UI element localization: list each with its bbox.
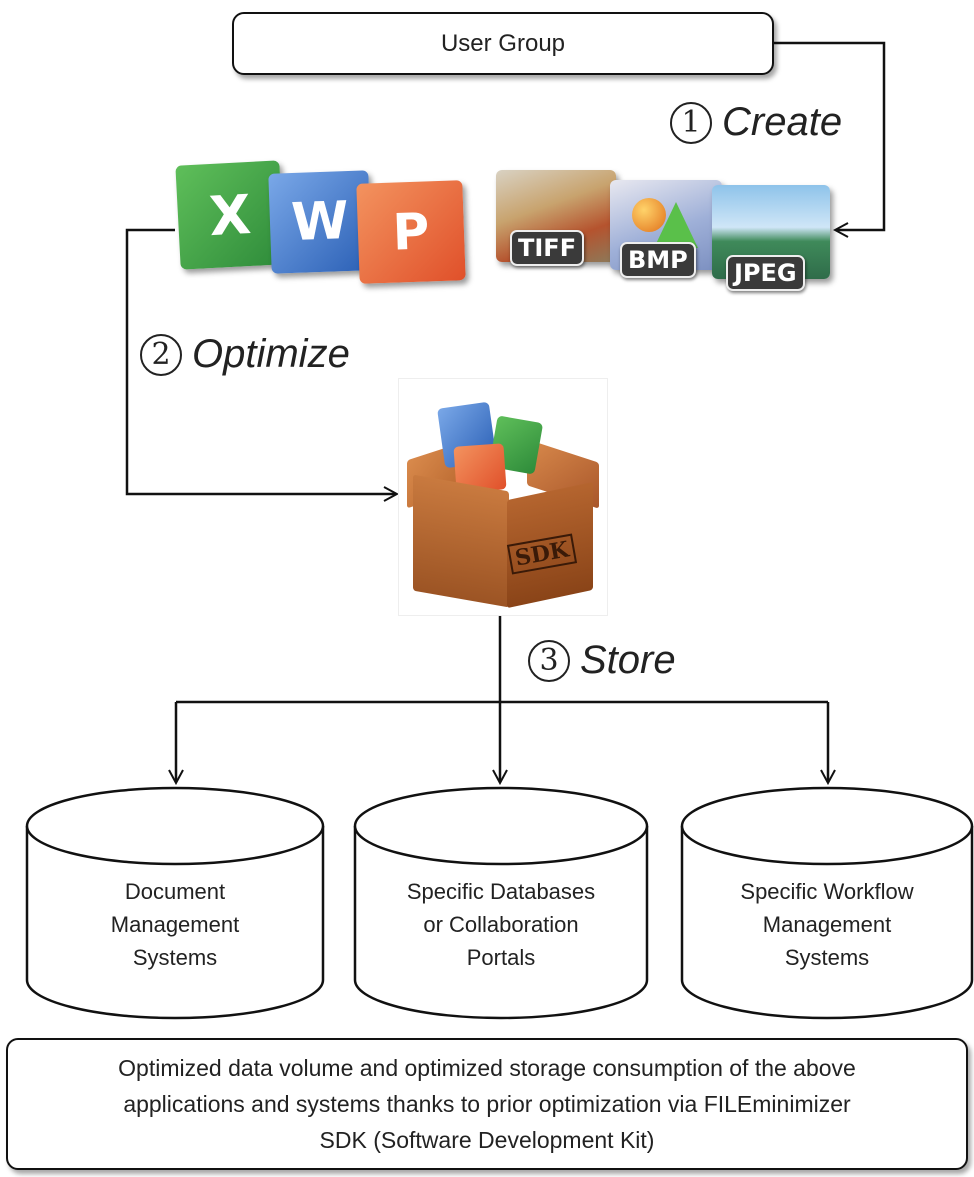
user-group-box: User Group — [232, 12, 774, 75]
step-3-label: Store — [580, 638, 676, 682]
step-create: 1 Create — [670, 100, 842, 145]
database-cylinder-3 — [680, 786, 974, 1020]
step-optimize: 2 Optimize — [140, 332, 350, 377]
create-arrow — [774, 41, 886, 230]
step-store: 3 Store — [528, 638, 676, 683]
database-cylinder-1 — [25, 786, 325, 1020]
step-2-number: 2 — [140, 333, 182, 376]
database-cylinder-2 — [353, 786, 649, 1020]
sdk-box-icon: SDK — [398, 378, 608, 616]
database-label-1: Document Management Systems — [110, 879, 240, 970]
optimize-arrow — [125, 228, 396, 494]
jpeg-label: JPEG — [726, 255, 805, 291]
summary-line-2: applications and systems thanks to prior… — [123, 1091, 851, 1117]
summary-box: Optimized data volume and optimized stor… — [6, 1038, 968, 1170]
step-1-label: Create — [722, 100, 843, 144]
powerpoint-icon: P — [356, 180, 466, 284]
step-2-label: Optimize — [192, 332, 350, 376]
bmp-label: BMP — [620, 242, 696, 278]
step-1-number: 1 — [670, 101, 712, 144]
user-group-label: User Group — [440, 29, 566, 57]
database-label-2: Specific Databases or Collaboration Port… — [406, 879, 596, 970]
summary-line-1: Optimized data volume and optimized stor… — [118, 1055, 856, 1081]
tiff-label: TIFF — [510, 230, 585, 266]
database-label-3: Specific Workflow Management Systems — [740, 879, 914, 970]
summary-line-3: SDK (Software Development Kit) — [319, 1127, 655, 1153]
step-3-number: 3 — [528, 639, 570, 682]
